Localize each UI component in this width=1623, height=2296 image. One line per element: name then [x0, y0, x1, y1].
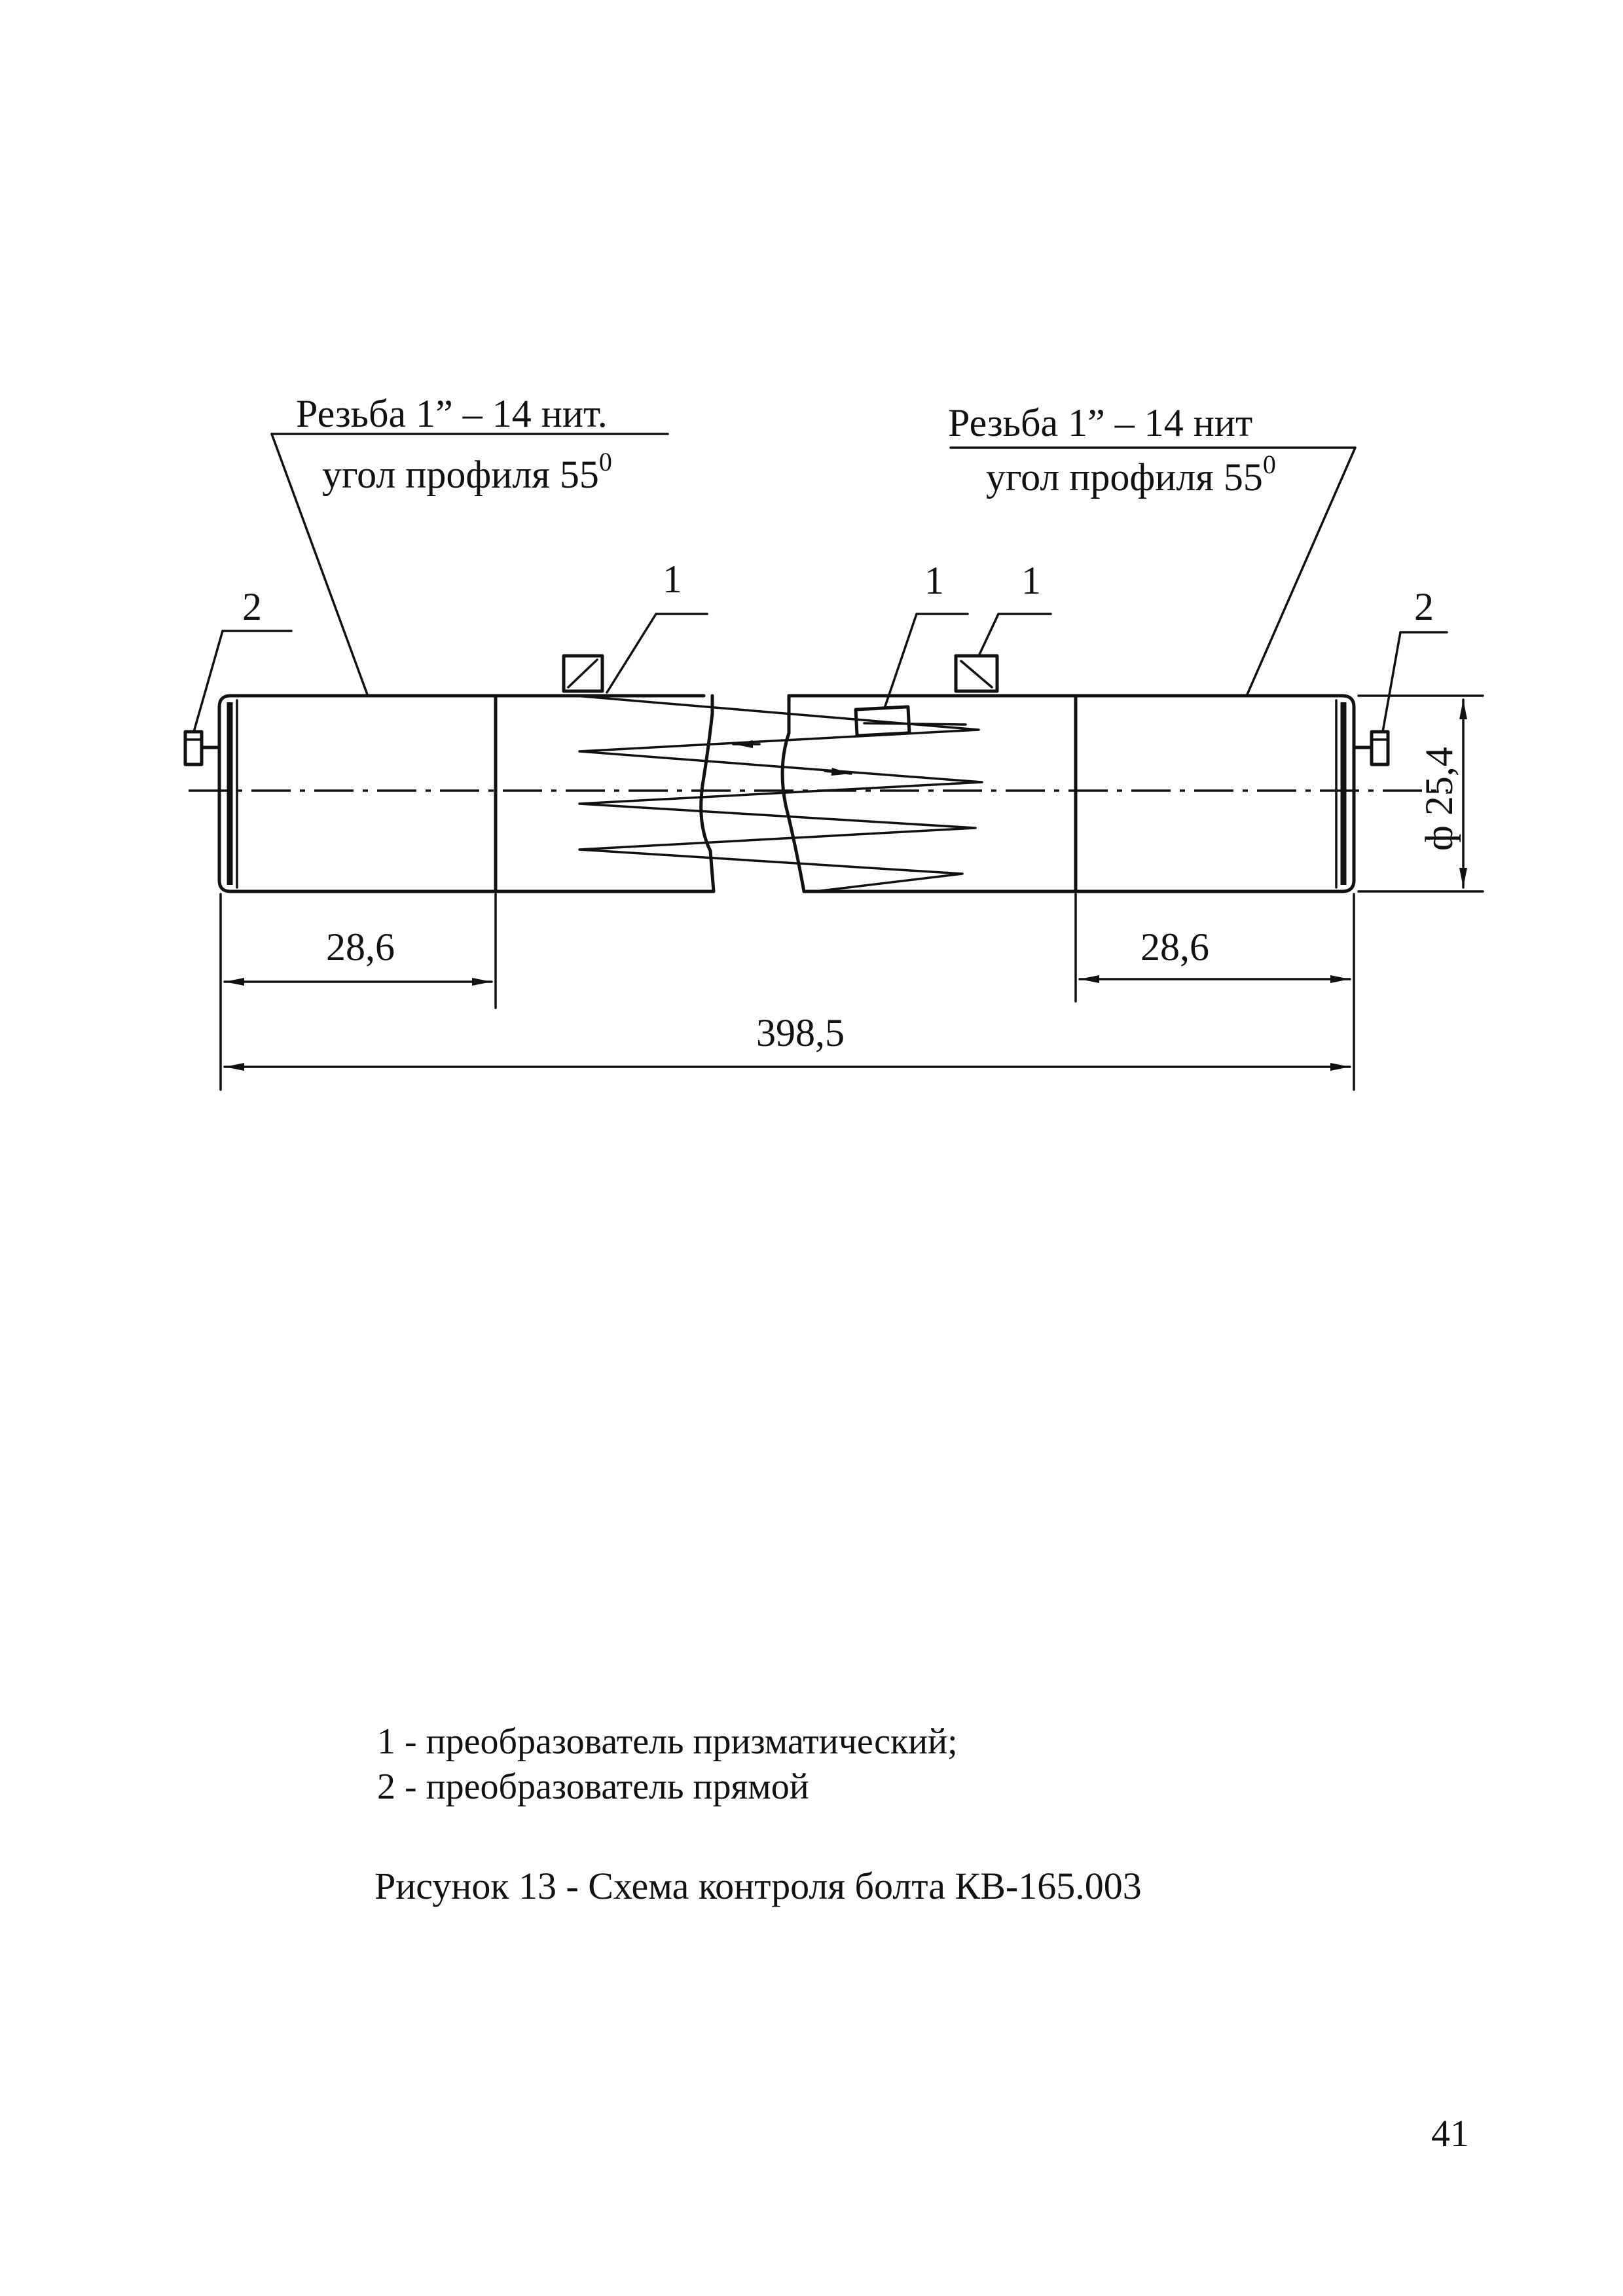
- thread-right-line1: Резьба 1” – 14 нит: [948, 401, 1252, 444]
- callout-2-right: 2: [1414, 585, 1434, 628]
- bolt-body-left: [217, 694, 716, 893]
- dimension-thread-right: 28,6: [1140, 925, 1209, 969]
- prismatic-transducer-inner: [854, 705, 911, 738]
- straight-transducer-left: [183, 730, 221, 766]
- callout-1-left: 1: [663, 558, 682, 601]
- callout-1-middle: 1: [924, 559, 944, 602]
- page-number: 41: [1431, 2112, 1469, 2155]
- callout-1-right: 1: [1021, 559, 1041, 602]
- dimension-diameter: ф 25,4: [1417, 747, 1461, 851]
- prismatic-transducer-left: [562, 654, 604, 693]
- straight-transducer-right: [1352, 730, 1390, 766]
- bolt-body-right: [780, 694, 1356, 893]
- thread-right-degree: 0: [1263, 450, 1276, 479]
- dimension-lines: [219, 694, 1484, 1091]
- legend-item-1: 1 - преобразователь призматический;: [377, 1721, 958, 1762]
- thread-right-line2: угол профиля 550: [986, 450, 1276, 499]
- legend-item-2: 2 - преобразователь прямой: [377, 1767, 809, 1807]
- callout-2-left: 2: [242, 585, 262, 628]
- dimension-total-length: 398,5: [756, 1011, 845, 1054]
- thread-right-angle: угол профиля 55: [986, 456, 1263, 499]
- callout-leaders: [192, 433, 1448, 733]
- thread-left-angle: угол профиля 55: [322, 453, 599, 496]
- thread-left-line1: Резьба 1” – 14 нит.: [296, 392, 608, 435]
- thread-left-line2: угол профиля 550: [322, 447, 612, 496]
- dimension-thread-left: 28,6: [326, 925, 395, 969]
- prismatic-transducer-right: [954, 654, 999, 693]
- figure-caption: Рисунок 13 - Схема контроля болта КВ-165…: [374, 1865, 1142, 1907]
- ultrasonic-beam-paths: [574, 694, 983, 893]
- thread-left-degree: 0: [599, 447, 612, 476]
